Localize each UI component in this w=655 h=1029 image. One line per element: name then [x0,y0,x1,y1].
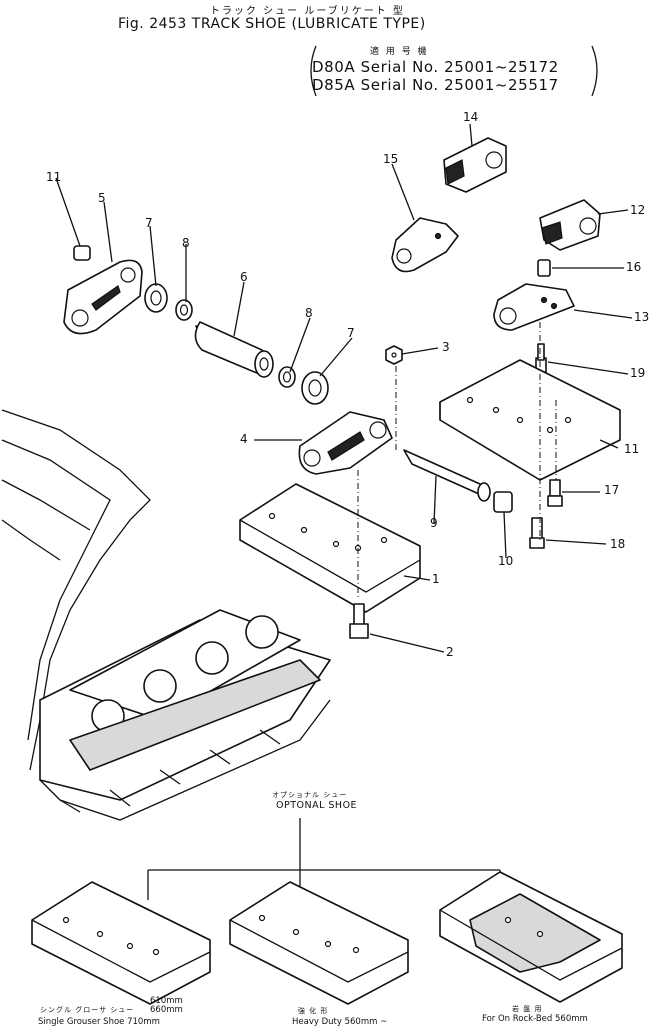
single-grouser-shoe-icon [31,881,211,1005]
callout-12: 12 [630,203,646,217]
callout-13: 13 [634,310,650,324]
caption-single-grouser-japanese: シングル グローサ シュー [40,1006,135,1014]
part-18-bolt-icon [529,517,545,549]
callout-7-right: 7 [347,326,355,340]
optional-shoe-connector-icon [147,818,501,900]
callout-8-left: 8 [182,236,190,250]
callout-5: 5 [98,191,106,205]
callout-19: 19 [630,366,646,380]
part-7-seal-icon [144,283,168,313]
part-14-link-icon [443,137,507,193]
applicable-models-japanese: 適 用 号 機 [370,47,429,57]
part-12-link-icon [539,199,601,251]
assembly-centerlines-icon [357,322,557,600]
callout-2: 2 [446,645,454,659]
part-4-link-icon [298,411,393,475]
part-19-bolt-icon [535,343,547,373]
callout-3: 3 [442,340,450,354]
part-2-bolt-icon [349,603,369,639]
caption-rock-bed: For On Rock-Bed 560mm [482,1014,588,1024]
part-8-spacer-icon [278,366,296,388]
part-15-link-icon [391,217,459,273]
part-5-link-icon [63,259,143,335]
caption-heavy-duty: Heavy Duty 560mm ~ [292,1017,388,1027]
track-assembly-icon [1,409,331,821]
callout-11-pin: 11 [46,170,62,184]
caption-single-grouser: Single Grouser Shoe 710mm [38,1017,160,1027]
callout-9: 9 [430,516,438,530]
leader-lines-icon [55,123,633,653]
serial-range-d85a: D85A Serial No. 25001~25517 [312,76,559,94]
callout-10: 10 [498,554,514,568]
part-17-bolt-icon [547,479,563,507]
callout-7-left: 7 [145,216,153,230]
callout-8-right: 8 [305,306,313,320]
callout-14: 14 [463,110,479,124]
bracket-right-icon [591,45,598,97]
callout-15: 15 [383,152,399,166]
part-7-seal-icon [301,371,329,405]
caption-heavy-duty-japanese: 強 化 形 [298,1007,329,1015]
part-11-pin-icon [73,245,91,261]
callout-1: 1 [432,572,440,586]
part-11-shoe-icon [439,359,621,481]
callout-17: 17 [604,483,620,497]
caption-rock-bed-japanese: 岩 盤 用 [512,1005,543,1013]
title-japanese: トラック シュー ルーブリケート 型 [210,6,405,17]
callout-16: 16 [626,260,642,274]
caption-single-grouser-sizes: 610mm 660mm [150,996,183,1015]
callout-4: 4 [240,432,248,446]
part-3-nut-icon [385,345,403,365]
part-1-shoe-icon [239,483,421,613]
bracket-left-icon [310,45,317,97]
rock-bed-shoe-icon [439,871,623,1003]
heavy-duty-shoe-icon [229,881,409,1005]
part-16-pin-icon [537,259,551,277]
callout-11-shoe: 11 [624,442,640,456]
callout-6: 6 [240,270,248,284]
part-6-bushing-icon [194,321,274,378]
figure-title: Fig. 2453 TRACK SHOE (LUBRICATE TYPE) [118,16,426,32]
part-9-pin-icon [403,449,491,502]
part-13-link-icon [493,283,575,331]
part-10-bushing-icon [493,491,513,513]
part-8-spacer-icon [175,299,193,321]
optional-shoe-label-japanese: オプショナル シュー [272,791,348,799]
callout-18: 18 [610,537,626,551]
optional-shoe-label: OPTONAL SHOE [276,800,358,811]
serial-range-d80a: D80A Serial No. 25001~25172 [312,58,559,76]
